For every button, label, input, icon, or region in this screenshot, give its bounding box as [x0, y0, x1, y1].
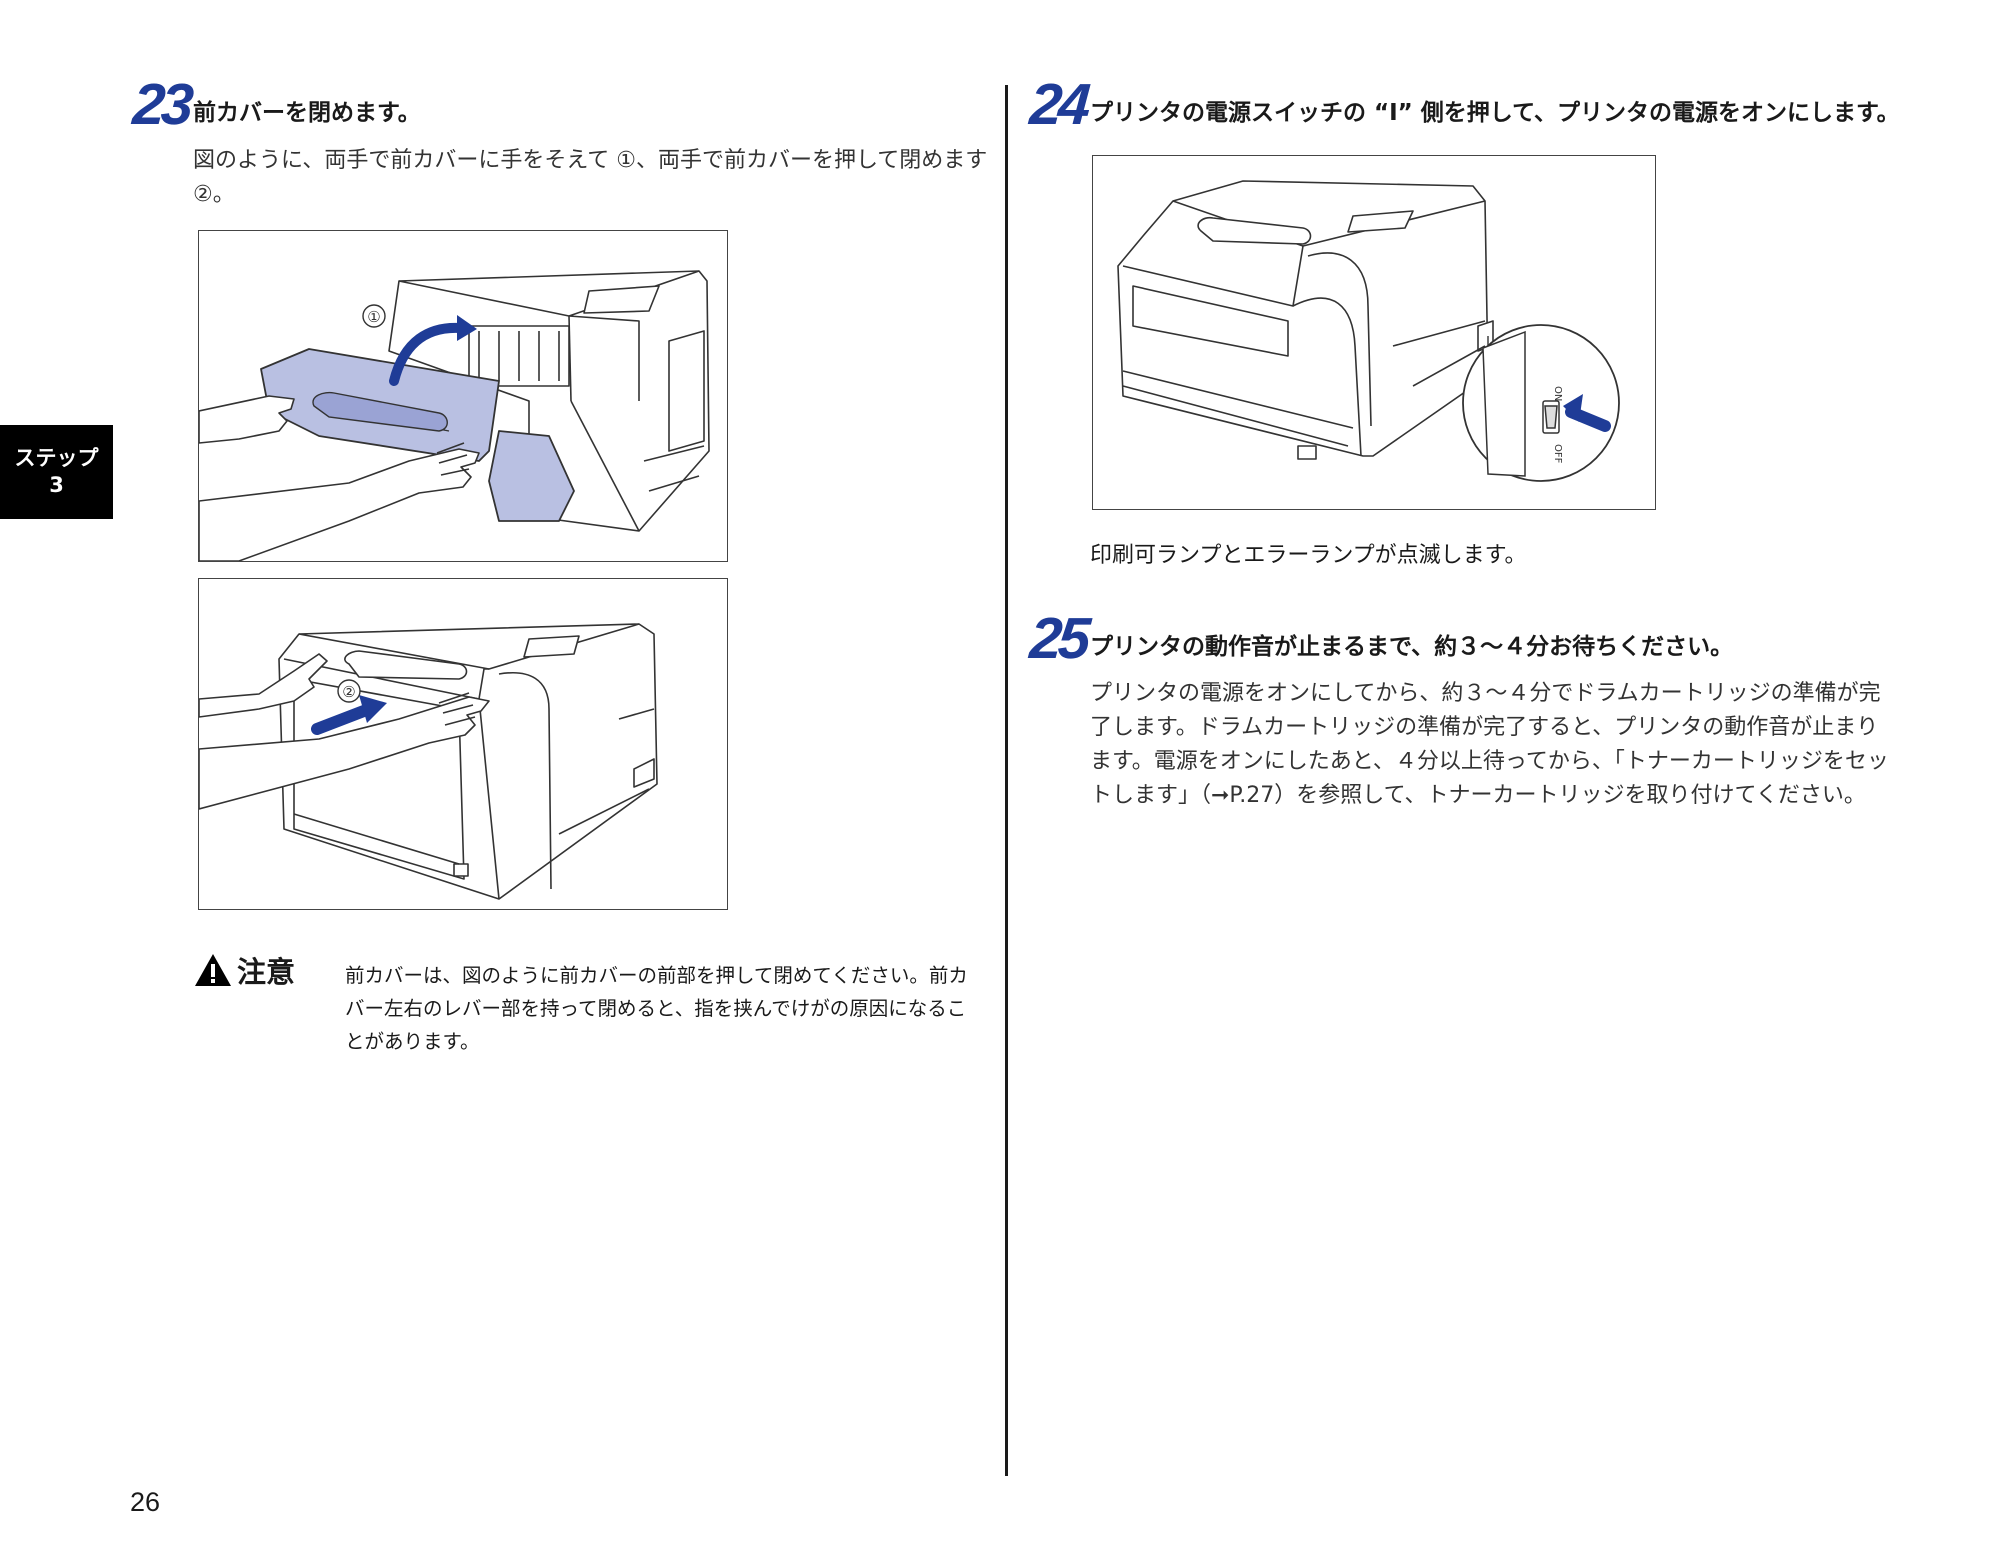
switch-off-label: OFF — [1552, 444, 1563, 464]
caution-label-text: 注意 — [237, 955, 296, 989]
printer-power-switch-illustration: ON OFF — [1117, 180, 1620, 482]
switch-on-label: ON — [1552, 386, 1563, 401]
step-25-number: 25 — [1027, 606, 1089, 671]
printer-illustration-step2: ② — [199, 623, 658, 900]
caution-line-3: とがあります。 — [345, 1030, 480, 1053]
callout-2: ② — [342, 683, 355, 701]
step-23-body-line1: 図のように、両手で前カバーに手をそえて ①、両手で前カバーを押して閉めます — [193, 148, 988, 173]
chapter-side-tab: ステップ 3 — [0, 425, 113, 519]
column-divider — [1005, 85, 1008, 1476]
step-25-title: プリンタの動作音が止まるまで、約３～４分お待ちください。 — [1090, 634, 1734, 660]
step-25-body-line4: トします」（➞P.27）を参照して、トナーカートリッジを取り付けてください。 — [1090, 783, 1866, 808]
step-24-note: 印刷可ランプとエラーランプが点滅します。 — [1090, 543, 1527, 568]
figure-close-cover-step1: ① — [198, 230, 728, 562]
callout-1: ① — [367, 308, 380, 326]
step-23-body-line2: ②。 — [193, 182, 235, 207]
page-number: 26 — [130, 1487, 161, 1517]
step-23-title: 前カバーを閉めます。 — [193, 100, 421, 126]
step-24-title: プリンタの電源スイッチの “I” 側を押して、プリンタの電源をオンにします。 — [1090, 100, 1900, 126]
side-tab-label: ステップ — [14, 446, 99, 470]
step-25-body-line1: プリンタの電源をオンにしてから、約３～４分でドラムカートリッジの準備が完 — [1090, 681, 1881, 706]
warning-triangle-icon — [195, 954, 231, 986]
side-tab-number: 3 — [49, 473, 64, 497]
printer-illustration-step1: ① — [199, 270, 710, 561]
caution-label: 注意 — [193, 950, 295, 990]
step-23-number: 23 — [130, 72, 192, 137]
step-25-body-line2: 了します。ドラムカートリッジの準備が完了すると、プリンタの動作音が止まり — [1090, 715, 1879, 740]
caution-line-1: 前カバーは、図のように前カバーの前部を押して閉めてください。前カ — [345, 964, 968, 987]
caution-line-2: バー左右のレバー部を持って閉めると、指を挟んでけがの原因になるこ — [345, 997, 967, 1020]
figure-close-cover-step2: ② — [198, 578, 728, 910]
step-24-number: 24 — [1027, 72, 1089, 137]
figure-power-switch: ON OFF — [1092, 155, 1656, 510]
step-25-body-line3: ます。電源をオンにしたあと、４分以上待ってから、「トナーカートリッジをセッ — [1090, 749, 1889, 774]
